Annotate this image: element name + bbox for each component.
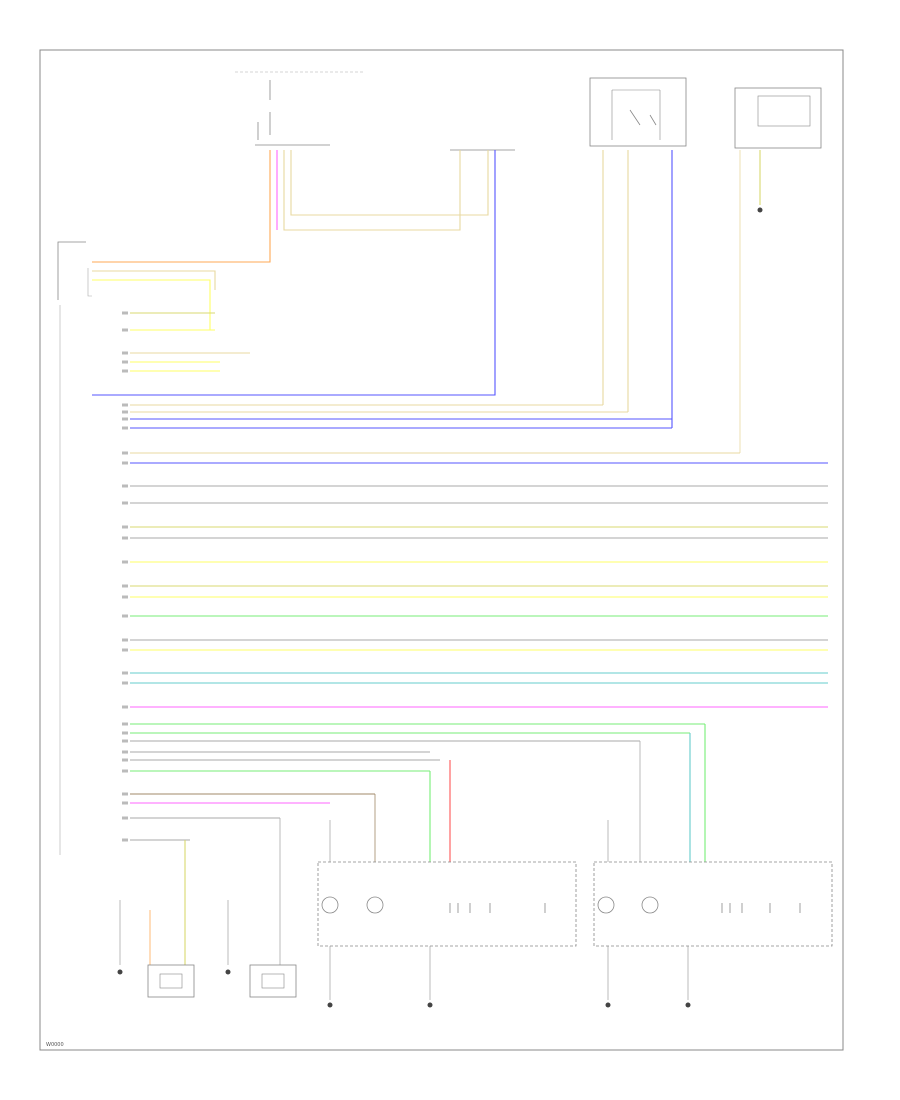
wire-yellow-2 — [92, 279, 211, 331]
connector-pin-icon — [122, 838, 128, 842]
wire-tan-top — [283, 150, 461, 231]
connector-pin-icon — [122, 705, 128, 709]
connector-pin-icon — [122, 792, 128, 796]
connector-pin-icon — [122, 671, 128, 675]
right-headlight-module — [593, 861, 833, 947]
diagram-border — [39, 49, 844, 1051]
connector-pin-icon — [122, 638, 128, 642]
wire-blue-top — [92, 150, 496, 396]
wire-group — [92, 150, 828, 1000]
control-module-left-bracket — [57, 241, 92, 855]
connector-pin-icon — [122, 722, 128, 726]
connector-pins — [122, 311, 128, 842]
connector-pin-icon — [122, 484, 128, 488]
connector-pin-icon — [122, 328, 128, 332]
connector-pin-icon — [122, 648, 128, 652]
connector-pin-icon — [122, 351, 128, 355]
connector-pin-icon — [122, 403, 128, 407]
right-height-sensor — [249, 964, 297, 998]
connector-pin-icon — [122, 584, 128, 588]
ground-icon — [225, 969, 231, 975]
left-headlight-module — [317, 861, 577, 947]
ground-icon — [427, 1002, 433, 1008]
connector-pin-icon — [122, 311, 128, 315]
connector-pin-icon — [122, 739, 128, 743]
ground-icon — [757, 207, 763, 213]
ground-points — [117, 207, 763, 1008]
connector-pin-icon — [122, 758, 128, 762]
wire-red-top — [92, 150, 271, 263]
connector-pin-icon — [122, 816, 128, 820]
connector-pin-icon — [122, 426, 128, 430]
connector-pin-icon — [122, 525, 128, 529]
connector-pin-icon — [122, 536, 128, 540]
connector-pin-icon — [122, 369, 128, 373]
top-relay-box-2 — [734, 87, 822, 149]
top-fuse-cluster — [235, 71, 515, 151]
connector-pin-icon — [122, 560, 128, 564]
connector-pin-icon — [122, 750, 128, 754]
connector-pin-icon — [122, 410, 128, 414]
connector-pin-icon — [122, 595, 128, 599]
footer-code: W0000 — [46, 1042, 64, 1048]
wire-tan-2 — [92, 270, 216, 290]
ground-icon — [327, 1002, 333, 1008]
connector-pin-icon — [122, 417, 128, 421]
connector-pin-icon — [122, 801, 128, 805]
ground-icon — [685, 1002, 691, 1008]
connector-pin-icon — [122, 769, 128, 773]
top-relay-box-1 — [589, 77, 687, 147]
connector-pin-icon — [122, 451, 128, 455]
connector-pin-icon — [122, 731, 128, 735]
connector-pin-icon — [122, 614, 128, 618]
ground-icon — [117, 969, 123, 975]
connector-pin-icon — [122, 461, 128, 465]
connector-pin-icon — [122, 360, 128, 364]
ground-icon — [605, 1002, 611, 1008]
left-height-sensor — [147, 964, 195, 998]
connector-pin-icon — [122, 681, 128, 685]
wire-olive-top — [290, 150, 489, 216]
connector-pin-icon — [122, 501, 128, 505]
